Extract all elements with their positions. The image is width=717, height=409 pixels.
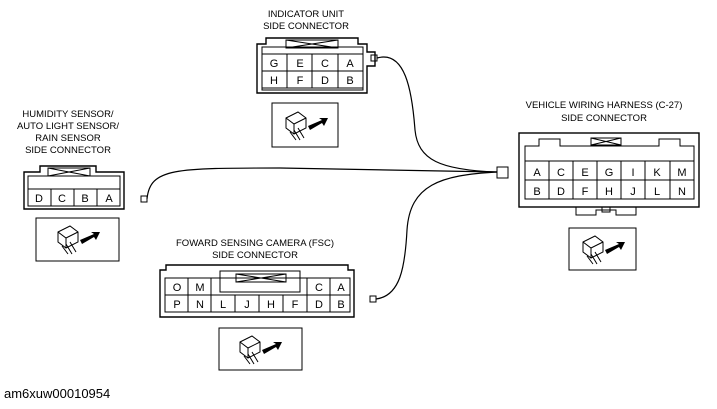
harness-pin-d: D xyxy=(557,186,565,198)
fsc-pin-n: N xyxy=(196,299,204,311)
fsc-title-line-1: FOWARD SENSING CAMERA (FSC) xyxy=(176,238,334,249)
harness-pin-e: E xyxy=(581,167,588,179)
fsc-pin-d: D xyxy=(315,299,323,311)
indicator-pin-b: B xyxy=(346,75,353,87)
connector-plug-arrow-icon xyxy=(271,102,339,148)
harness-pin-g: G xyxy=(605,167,614,179)
humidity-pin-c: C xyxy=(58,193,66,205)
fsc-connector: FOWARD SENSING CAMERA (FSC) SIDE CONNECT… xyxy=(159,238,377,371)
humidity-pin-a: A xyxy=(105,193,113,205)
fsc-pin-l: L xyxy=(220,299,226,311)
wires xyxy=(146,56,498,300)
humidity-title-line-2: AUTO LIGHT SENSOR/ xyxy=(17,121,119,132)
harness-title-line-1: VEHICLE WIRING HARNESS (C-27) xyxy=(526,100,683,111)
indicator-unit-connector: INDICATOR UNIT SIDE CONNECTOR G E C A H … xyxy=(256,9,378,148)
humidity-pin-d: D xyxy=(35,193,43,205)
harness-pin-h: H xyxy=(605,186,613,198)
connector-plug-arrow-icon xyxy=(568,227,637,271)
indicator-pin-h: H xyxy=(270,75,278,87)
harness-pin-j: J xyxy=(630,186,636,198)
harness-pin-f: F xyxy=(582,186,589,198)
connector-plug-arrow-icon xyxy=(35,217,120,262)
vehicle-harness-connector: VEHICLE WIRING HARNESS (C-27) SIDE CONNE… xyxy=(496,100,700,271)
humidity-sensor-connector: HUMIDITY SENSOR/ AUTO LIGHT SENSOR/ RAIN… xyxy=(17,109,148,262)
indicator-pin-d: D xyxy=(321,75,329,87)
humidity-title-line-1: HUMIDITY SENSOR/ xyxy=(22,109,114,120)
wire-fsc xyxy=(375,171,498,300)
wire-humidity xyxy=(146,167,498,200)
harness-pin-l: L xyxy=(654,186,660,198)
fsc-pin-c: C xyxy=(315,282,323,294)
fsc-pin-b: B xyxy=(337,299,344,311)
indicator-pin-g: G xyxy=(270,58,279,70)
fsc-pin-m: M xyxy=(195,282,204,294)
harness-pin-k: K xyxy=(653,167,661,179)
fsc-pin-o: O xyxy=(173,282,182,294)
harness-pin-b: B xyxy=(533,186,540,198)
humidity-pin-b: B xyxy=(81,193,88,205)
harness-pin-m: M xyxy=(677,167,686,179)
connector-plug-arrow-icon xyxy=(218,327,303,371)
fsc-pin-f: F xyxy=(292,299,299,311)
fsc-pin-p: P xyxy=(173,299,180,311)
fsc-pin-a: A xyxy=(337,282,345,294)
indicator-title-line-1: INDICATOR UNIT xyxy=(268,9,344,20)
reference-id: am6xuw00010954 xyxy=(4,386,111,401)
humidity-title-line-3: RAIN SENSOR xyxy=(35,133,101,144)
indicator-title-line-2: SIDE CONNECTOR xyxy=(263,21,349,32)
harness-pin-n: N xyxy=(678,186,686,198)
indicator-pin-f: F xyxy=(297,75,304,87)
harness-title-line-2: SIDE CONNECTOR xyxy=(561,113,647,124)
fsc-pin-h: H xyxy=(267,299,275,311)
wire-indicator xyxy=(376,56,498,173)
harness-pin-c: C xyxy=(557,167,565,179)
indicator-pin-e: E xyxy=(296,58,303,70)
humidity-title-line-4: SIDE CONNECTOR xyxy=(25,145,111,156)
indicator-pin-a: A xyxy=(346,58,354,70)
indicator-pin-c: C xyxy=(321,58,329,70)
harness-pin-a: A xyxy=(533,167,541,179)
harness-pin-i: I xyxy=(631,167,634,179)
fsc-pin-j: J xyxy=(244,299,250,311)
fsc-title-line-2: SIDE CONNECTOR xyxy=(212,250,298,261)
